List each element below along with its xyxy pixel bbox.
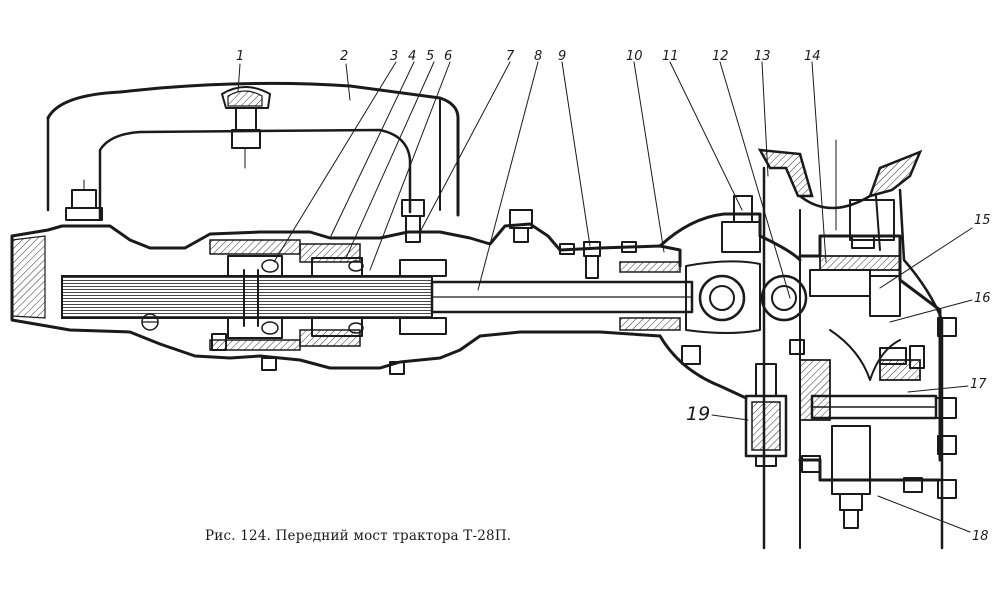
callout-19: 19 — [686, 403, 711, 425]
housing-bolts — [211, 199, 637, 375]
callout-16: 16 — [974, 291, 991, 306]
left-mount-bolt — [65, 179, 103, 221]
figure-caption: Рис. 124. Передний мост трактора Т-28П. — [205, 528, 512, 544]
leader-lines — [237, 61, 973, 533]
callout-18: 18 — [972, 529, 989, 544]
axle-housing — [10, 222, 682, 370]
callout-10: 10 — [626, 49, 643, 64]
callout-9: 9 — [558, 49, 567, 64]
callout-13: 13 — [754, 49, 771, 64]
callout-7: 7 — [506, 49, 515, 64]
bearings — [141, 255, 447, 339]
callout-17: 17 — [970, 377, 987, 392]
king-pin — [744, 363, 788, 467]
knuckle-housing — [658, 195, 808, 400]
top-bolt-assembly — [221, 86, 271, 169]
callout-12: 12 — [712, 49, 729, 64]
callout-1: 1 — [236, 49, 245, 64]
callout-6: 6 — [444, 49, 453, 64]
callout-15: 15 — [974, 213, 991, 228]
wheel-assembly — [757, 139, 944, 550]
callout-5: 5 — [426, 49, 435, 64]
callout-3: 3 — [390, 49, 399, 64]
callout-14: 14 — [804, 49, 821, 64]
callout-8: 8 — [534, 49, 543, 64]
callout-4: 4 — [408, 49, 417, 64]
callout-2: 2 — [340, 49, 349, 64]
callout-11: 11 — [662, 49, 679, 64]
wheel-hub — [789, 234, 957, 529]
